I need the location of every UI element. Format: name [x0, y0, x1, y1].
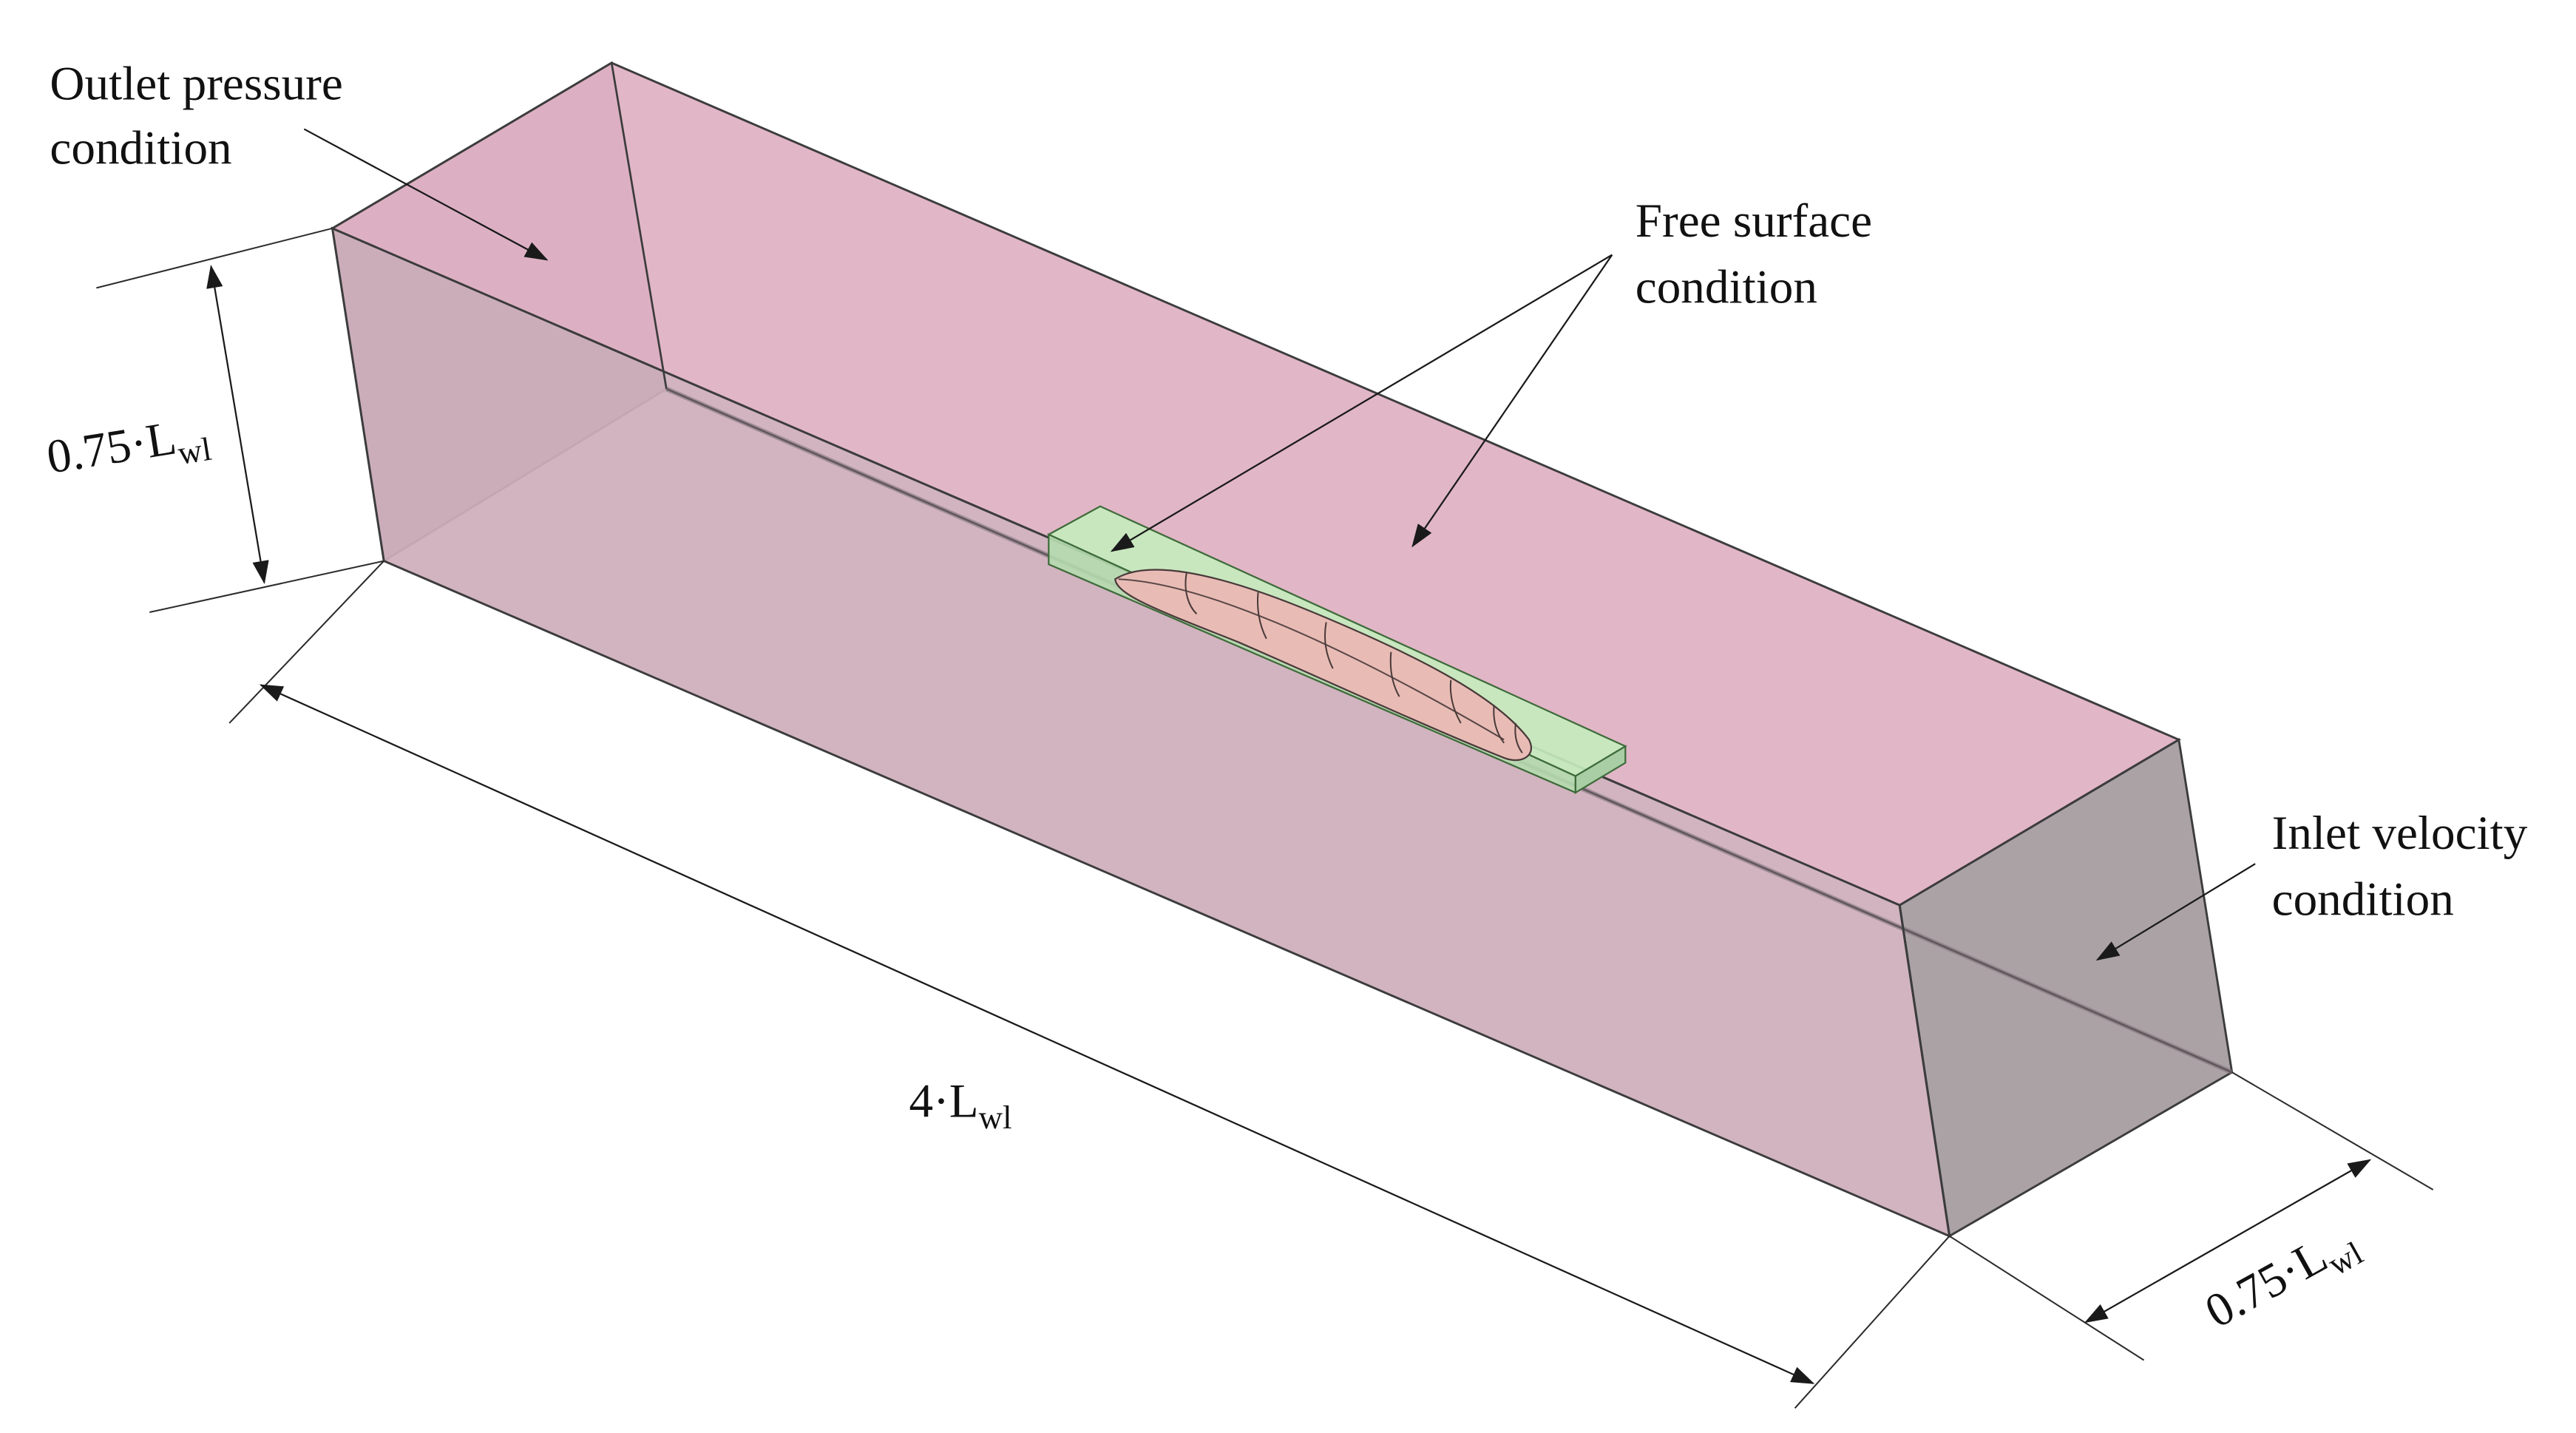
svg-text:4·Lwl: 4·Lwl	[909, 1075, 1012, 1136]
free-surface-label: Free surface	[1636, 194, 1872, 248]
length-dimension-label: 4·Lwl	[909, 1075, 1012, 1136]
width-dimension-arrow	[2084, 1159, 2372, 1324]
extension-lines	[96, 227, 2434, 1409]
svg-text:0.75·Lwl: 0.75·Lwl	[2197, 1213, 2369, 1346]
outlet-leader-arrow	[303, 128, 549, 261]
free-surface-label-line2: condition	[1636, 261, 1817, 314]
width-dimension-label: 0.75·Lwl	[2197, 1213, 2369, 1346]
free-surface-leader-arrow-2	[1411, 254, 1613, 548]
inlet-leader-arrow	[2095, 863, 2256, 961]
hidden-edge-back-vertical	[610, 62, 668, 390]
edge-front-vertical	[1898, 904, 1951, 1236]
inlet-label: Inlet velocity	[2272, 807, 2528, 860]
free-surface-leader-arrow-1	[1110, 254, 1613, 552]
height-dimension-label: 0.75·Lwl	[43, 407, 214, 492]
leader-arrows	[303, 128, 2256, 961]
length-dimension-arrow	[259, 684, 1815, 1384]
outlet-label: Outlet pressure	[50, 57, 342, 110]
inlet-label-line2: condition	[2272, 873, 2454, 926]
svg-text:0.75·Lwl: 0.75·Lwl	[43, 407, 214, 492]
dimension-arrows	[206, 265, 2372, 1384]
outlet-label-line2: condition	[50, 122, 231, 175]
height-dimension-arrow	[206, 265, 269, 584]
